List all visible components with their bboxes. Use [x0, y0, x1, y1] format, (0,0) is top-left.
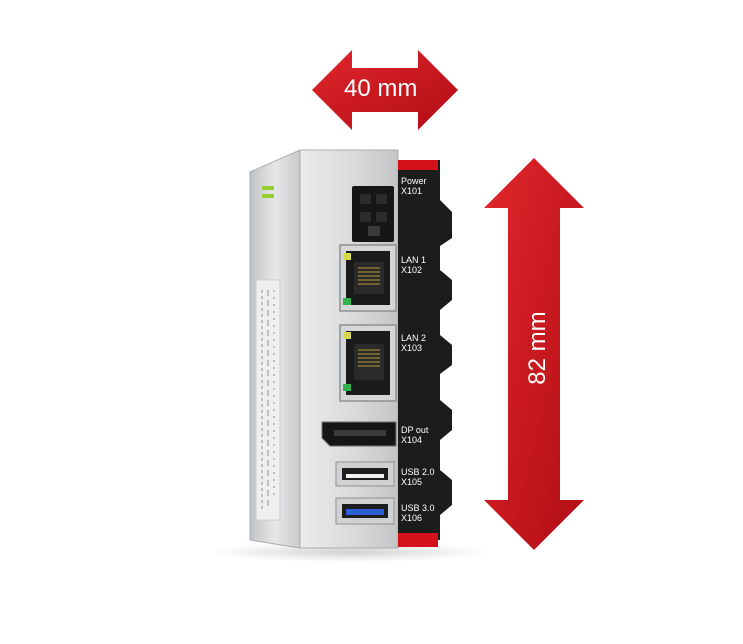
- device-black-front-panel: [398, 160, 452, 540]
- lan2-port: [339, 324, 397, 402]
- power-connector: [352, 186, 394, 242]
- port-label-dp: DP out X104: [401, 425, 429, 445]
- height-dimension-label: 82 mm: [524, 311, 551, 385]
- red-clip-bottom: [398, 533, 438, 547]
- lan1-port: [339, 244, 397, 312]
- port-label-lan1: LAN 1 X102: [401, 255, 427, 275]
- lan1-led-yellow: [343, 253, 351, 260]
- lan1-led-green: [343, 298, 351, 305]
- usb2-port: [335, 461, 395, 487]
- lan2-led-yellow: [343, 332, 351, 339]
- height-dimension-arrow: [484, 158, 584, 550]
- red-clip-top: [398, 160, 438, 170]
- side-sticker-label: [255, 279, 281, 521]
- port-label-power: Power X101: [401, 176, 427, 196]
- usb3-port: [335, 497, 395, 525]
- port-label-usb3: USB 3.0 X106: [401, 503, 435, 523]
- width-dimension-label: 40 mm: [344, 75, 418, 102]
- lan2-led-green: [343, 384, 351, 391]
- port-label-lan2: LAN 2 X103: [401, 333, 427, 353]
- width-dimension-arrow: [312, 50, 458, 130]
- side-led-green: [262, 186, 274, 190]
- port-label-usb2: USB 2.0 X105: [401, 467, 435, 487]
- side-led-green: [262, 194, 274, 198]
- displayport-port: [321, 421, 397, 447]
